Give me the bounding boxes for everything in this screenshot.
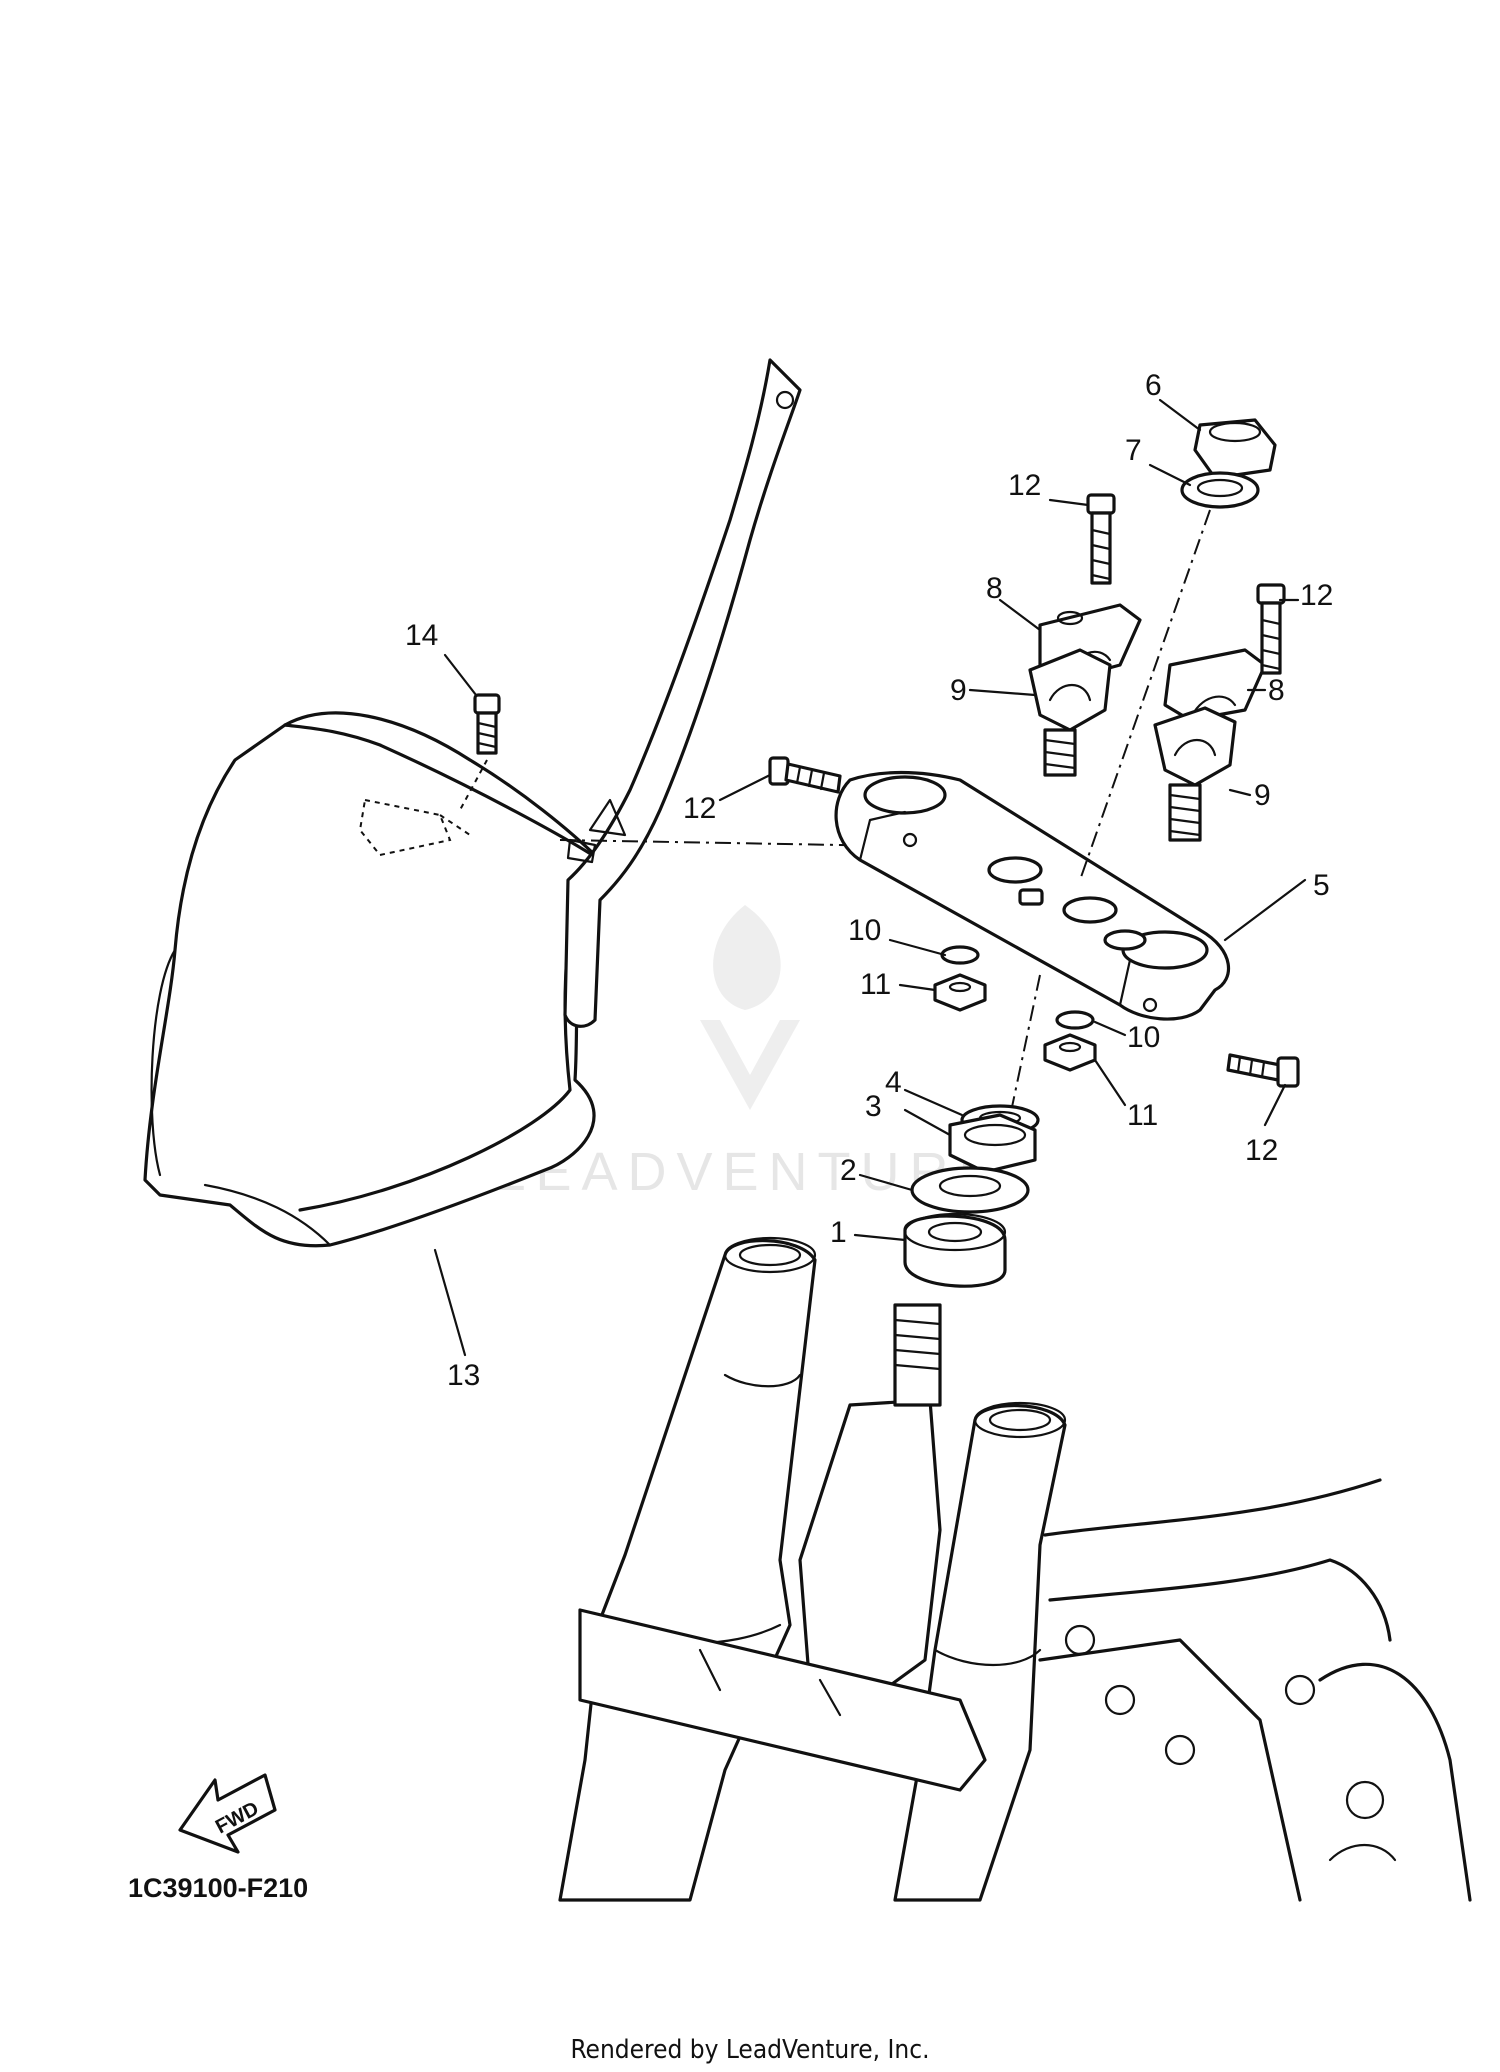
callout-3: 3 [865,1090,882,1123]
bolt-12-left [768,756,842,794]
steering-axis-lower [1004,974,1041,1141]
fork-and-frame-assembly [558,1236,1472,1902]
handlebar-holder-right [1163,648,1267,722]
callout-12-upper-right: 12 [1300,579,1333,612]
callout-8-left: 8 [986,572,1003,605]
callout-7: 7 [1125,434,1142,467]
bearing-seal-2 [910,1166,1030,1214]
callout-11-right: 11 [1127,1099,1158,1132]
nut-11-right [1043,1033,1097,1072]
nut-11-left [933,973,987,1012]
callout-10-left: 10 [848,914,881,947]
steering-axis-upper [1079,509,1211,881]
lower-holder-left [1028,648,1112,777]
callout-12-upper: 12 [1008,469,1041,502]
render-credit: Rendered by LeadVenture, Inc. [570,2035,929,2065]
callout-2: 2 [840,1154,857,1187]
front-fender-strut [563,358,802,1028]
callout-9-left: 9 [950,674,967,707]
callout-11-left: 11 [860,968,891,1001]
number-plate [143,711,602,1248]
washer-10-right [1055,1010,1095,1030]
callout-9-right: 9 [1254,779,1271,812]
callout-8-right: 8 [1268,674,1285,707]
callout-13: 13 [447,1359,480,1392]
washer-7 [1180,471,1260,509]
ring-nut-3 [948,1113,1037,1174]
callout-5: 5 [1313,869,1330,902]
bolt-14 [459,693,501,811]
leader-lines [433,398,1307,1357]
fwd-arrow-icon: FWD [178,1773,277,1854]
washer-10-left [940,945,980,965]
callout-1: 1 [830,1216,847,1249]
callout-12-right: 12 [1245,1134,1278,1167]
upper-triple-clamp [834,770,1231,1021]
bearing-1 [903,1212,1007,1288]
callout-10-right: 10 [1127,1021,1160,1054]
callout-4: 4 [885,1066,902,1099]
part-code: 1C39100-F210 [128,1873,308,1903]
bolt-12-upper-right [1256,583,1286,675]
bolt-12-right [1226,1053,1300,1088]
bolt-12-upper-left [1086,493,1116,585]
watermark-flame-icon [713,905,781,1010]
callout-labels: 6 7 12 8 12 9 8 9 12 5 10 11 10 11 12 4 … [405,369,1333,1392]
steering-nut [1193,418,1277,480]
lower-holder-right [1153,706,1237,842]
callout-12-left: 12 [683,792,716,825]
callout-6: 6 [1145,369,1162,402]
callout-14: 14 [405,619,438,652]
watermark-v-icon [700,1020,800,1110]
